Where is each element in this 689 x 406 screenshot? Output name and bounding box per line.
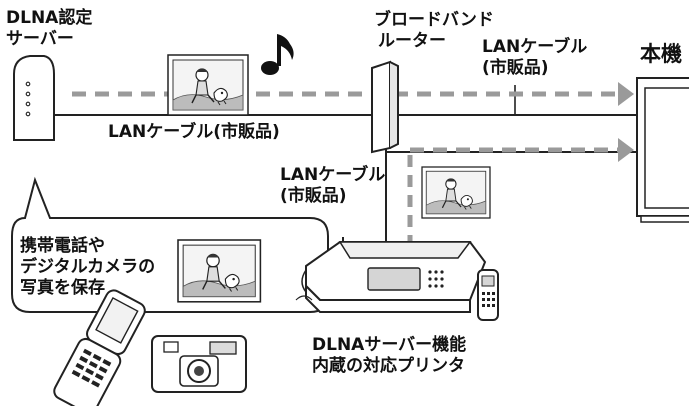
lan-cable-label-line1: LANケーブル: [280, 165, 386, 185]
tv-label: 本機: [640, 42, 682, 66]
photo-icon: [421, 166, 491, 219]
mobile-phone-icon: [53, 289, 146, 406]
dlna-server-label-line1: DLNA認定: [6, 8, 93, 28]
dlna-server-icon: [13, 55, 55, 141]
flow-arrowhead-icon: [618, 138, 634, 162]
lan-cable-label-vertical: LANケーブル (市販品): [280, 165, 385, 207]
router-label-line2: ルーター: [378, 31, 446, 51]
printer-icon: [295, 237, 499, 321]
photo-icon: [177, 239, 262, 303]
router-label-line1: ブロードバンド: [374, 10, 494, 30]
router-label: ブロードバンド ルーター: [374, 10, 494, 52]
digital-camera-icon: [151, 335, 247, 393]
bubble-text-line3: 写真を保存: [20, 278, 105, 298]
lan-cable-label-line2: (市販品): [482, 58, 549, 78]
tv-icon: [636, 77, 689, 223]
lan-cable-label-line1: LANケーブル: [482, 37, 588, 57]
router-icon: [371, 60, 399, 154]
printer-label-line1: DLNAサーバー機能: [312, 335, 467, 355]
lan-cable-label-line2: (市販品): [280, 186, 347, 206]
flow-arrowhead-icon: [618, 82, 634, 106]
dlna-server-label: DLNA認定 サーバー: [6, 8, 92, 50]
lan-cable-label-middle: LANケーブル(市販品): [108, 122, 280, 142]
photo-icon: [167, 54, 249, 116]
dlna-server-label-line2: サーバー: [6, 29, 74, 49]
printer-label: DLNAサーバー機能 内蔵の対応プリンタ: [312, 335, 466, 377]
bubble-text-line2: デジタルカメラの: [20, 257, 156, 277]
bubble-text-line1: 携帯電話や: [20, 236, 105, 256]
music-note-icon: [261, 34, 294, 75]
printer-label-line2: 内蔵の対応プリンタ: [312, 356, 465, 376]
bubble-text: 携帯電話や デジタルカメラの 写真を保存: [20, 236, 155, 299]
lan-cable-label-top-right: LANケーブル (市販品): [482, 37, 587, 79]
